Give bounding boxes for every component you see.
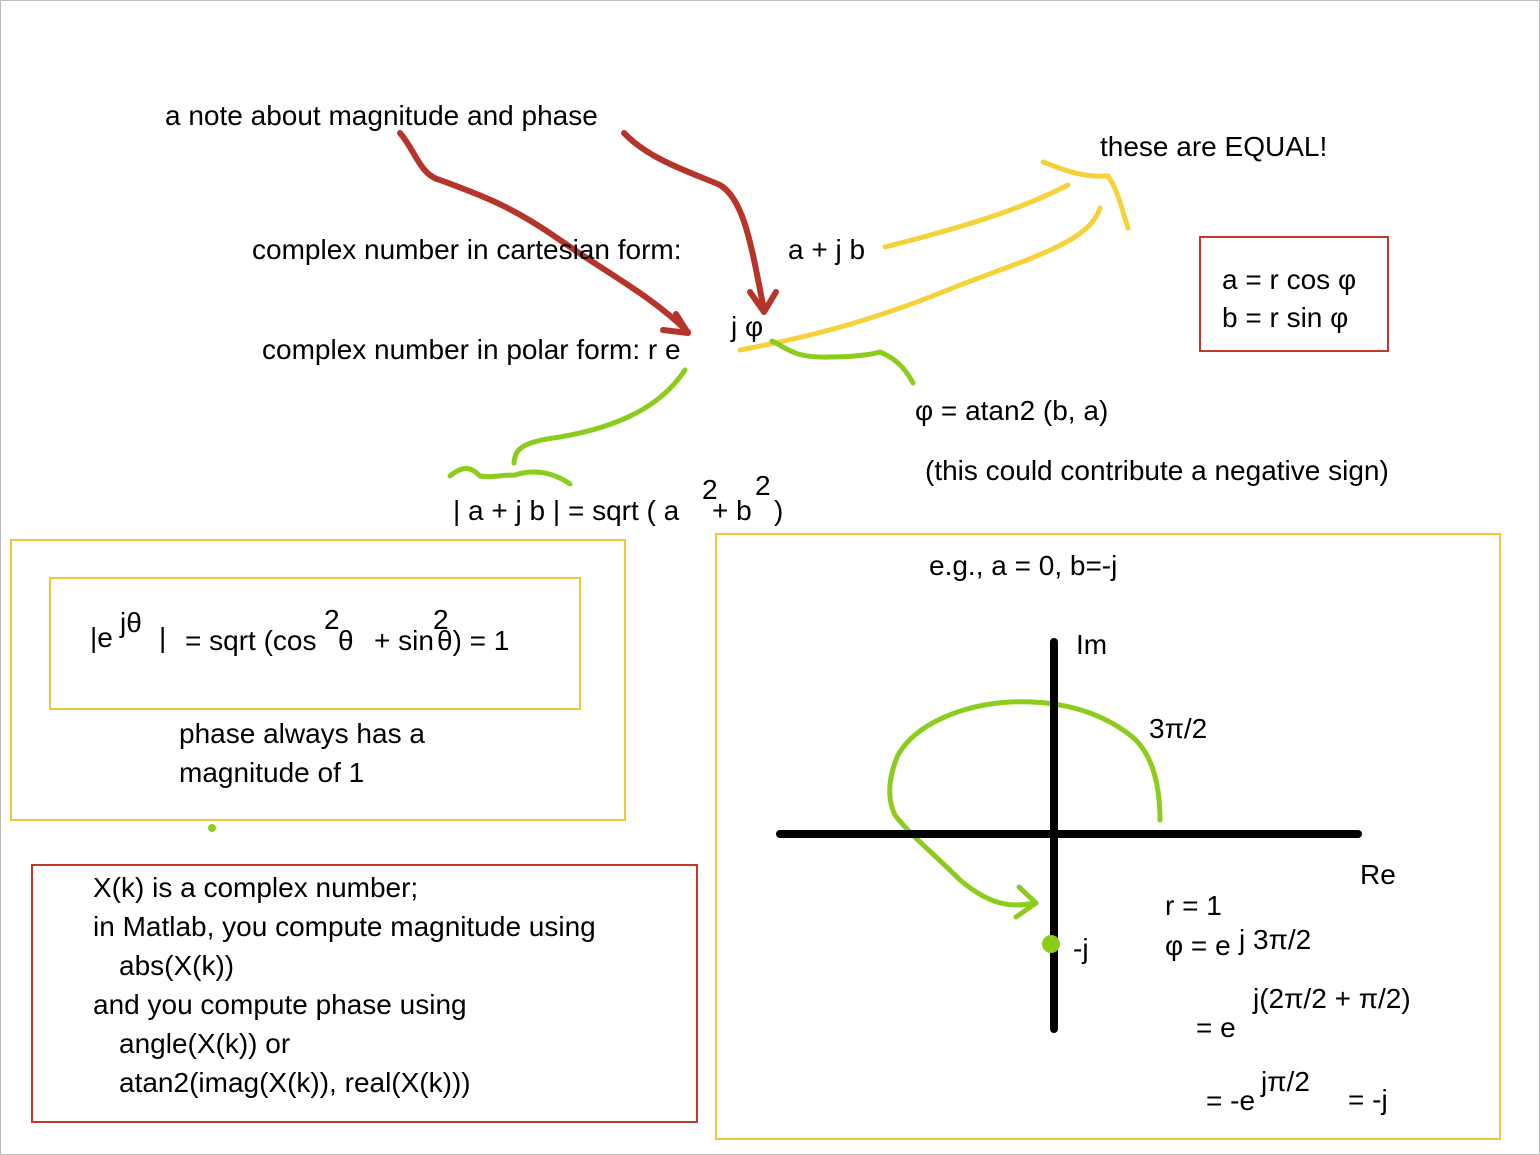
- unit-note-line2: magnitude of 1: [179, 757, 365, 788]
- point-label: -j: [1073, 933, 1089, 964]
- example-box: [715, 533, 1501, 1140]
- matlab-line-5: angle(X(k)) or: [119, 1028, 291, 1059]
- page-title: a note about magnitude and phase: [165, 100, 598, 131]
- angle-label: 3π/2: [1149, 713, 1208, 744]
- unit-eq-start: = sqrt (cos: [185, 625, 317, 656]
- equal-note: these are EQUAL!: [1100, 131, 1328, 162]
- phase-formula: φ = atan2 (b, a): [915, 395, 1109, 426]
- unit-plus-sin: + sin: [374, 625, 434, 656]
- matlab-note-box: [31, 864, 698, 1123]
- unit-exponent: jθ: [120, 607, 142, 638]
- eq2-prefix: = e: [1196, 1012, 1236, 1043]
- magnitude-formula-square-b: 2: [755, 470, 771, 501]
- matlab-line-3: abs(X(k)): [119, 950, 235, 981]
- magnitude-formula-base: | a + j b | = sqrt ( a: [453, 495, 680, 526]
- polar-label: complex number in polar form: r e: [262, 334, 681, 365]
- identity-a: a = r cos φ: [1222, 264, 1357, 295]
- magnitude-formula-plus-b: + b: [712, 495, 752, 526]
- example-heading: e.g., a = 0, b=-j: [929, 550, 1118, 581]
- cartesian-label: complex number in cartesian form:: [252, 234, 682, 265]
- matlab-line-1: X(k) is a complex number;: [93, 872, 419, 903]
- eq3-prefix: = -e: [1206, 1085, 1256, 1116]
- unit-magnitude-outer-box: [10, 539, 626, 821]
- unit-magnitude-inner-box: [49, 577, 581, 710]
- unit-bar-left: |e: [90, 622, 113, 653]
- phi-equation-prefix: φ = e: [1165, 930, 1231, 961]
- polar-exponent: j φ: [731, 311, 764, 342]
- unit-eq-end: θ) = 1: [437, 625, 510, 656]
- magnitude-formula-square-a: 2: [702, 474, 718, 505]
- axis-im-label: Im: [1076, 629, 1108, 660]
- magnitude-formula-close: ): [774, 495, 784, 526]
- unit-square-cos: 2: [324, 604, 340, 635]
- negative-sign-note: (this could contribute a negative sign): [925, 455, 1389, 486]
- cartesian-expression: a + j b: [788, 234, 866, 265]
- matlab-line-6: atan2(imag(X(k)), real(X(k))): [119, 1067, 471, 1098]
- axis-re-label: Re: [1360, 859, 1396, 890]
- identities-box: [1199, 236, 1389, 352]
- r-equation: r = 1: [1165, 890, 1222, 921]
- unit-note-line1: phase always has a: [179, 718, 425, 749]
- matlab-line-4: and you compute phase using: [93, 989, 467, 1020]
- identity-b: b = r sin φ: [1222, 302, 1349, 333]
- eq3-exponent: jπ/2: [1261, 1066, 1310, 1097]
- eq3-result: = -j: [1348, 1084, 1388, 1115]
- eq2-exponent: j(2π/2 + π/2): [1253, 983, 1411, 1014]
- phi-equation-exponent: j 3π/2: [1239, 924, 1312, 955]
- unit-square-sin: 2: [433, 604, 449, 635]
- matlab-line-2: in Matlab, you compute magnitude using: [93, 911, 596, 942]
- unit-bar-right: |: [159, 622, 167, 653]
- unit-theta-cos: θ: [338, 625, 354, 656]
